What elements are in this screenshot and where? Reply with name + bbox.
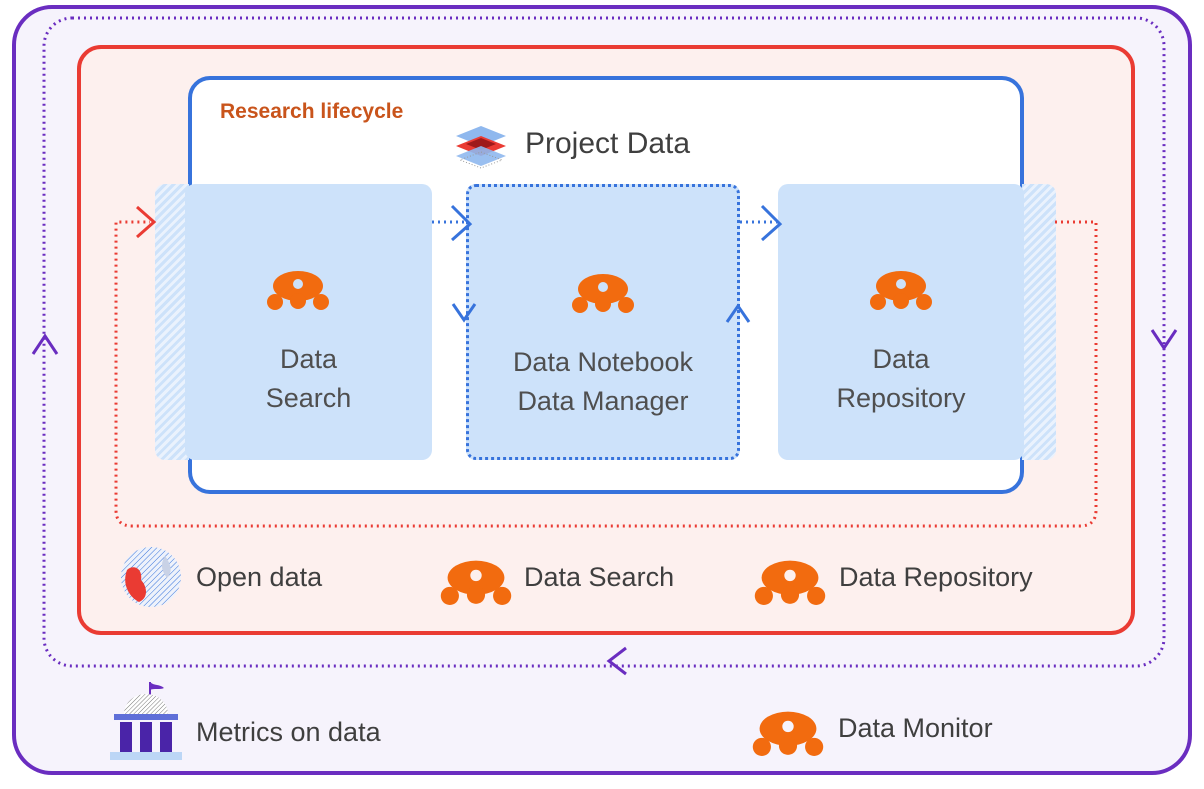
purple-left-arrow-icon — [606, 646, 627, 676]
stage-label: Data Repository — [778, 340, 1024, 418]
research-lifecycle-title: Research lifecycle — [220, 100, 404, 123]
open-data-icon — [121, 547, 181, 607]
red-entry-arrow-icon — [136, 205, 157, 239]
mendeley-logo-icon — [870, 271, 932, 310]
stage-label: Data Search — [185, 340, 432, 418]
search-hatch-strip — [155, 184, 189, 460]
stage-card-data-search: Data Search — [185, 184, 432, 460]
stage-label: Data Notebook Data Manager — [469, 343, 737, 421]
down-arrow-icon — [451, 303, 477, 323]
purple-down-arrow-icon — [1150, 329, 1178, 351]
up-arrow-icon — [725, 303, 751, 323]
notebook-to-repository-arrow-icon — [760, 204, 783, 242]
layers-icon — [456, 126, 506, 169]
stage-label-line1: Data Notebook — [512, 347, 694, 377]
mendeley-logo-icon — [440, 560, 512, 605]
stage-label-line1: Data — [279, 344, 338, 374]
metrics-on-data-label: Metrics on data — [196, 717, 381, 747]
stage-label-line2: Repository — [836, 383, 966, 413]
stage-card-data-repository: Data Repository — [778, 184, 1024, 460]
purple-dotted-loop — [42, 16, 1166, 668]
mendeley-logo-icon — [267, 271, 329, 310]
open-data-label: Open data — [196, 562, 323, 592]
red-return-loop — [114, 220, 1098, 528]
project-data-label: Project Data — [525, 127, 691, 160]
data-search-legend-label: Data Search — [524, 562, 675, 592]
mendeley-logo-icon — [572, 274, 634, 313]
data-repository-legend-label: Data Repository — [839, 562, 1033, 592]
repository-hatch-strip — [1022, 184, 1056, 460]
stage-label-line1: Data — [872, 344, 930, 374]
mendeley-logo-icon — [752, 711, 824, 756]
mendeley-logo-icon — [754, 560, 826, 605]
stage-label-line2: Data Manager — [517, 386, 689, 416]
stage-label-line2: Search — [265, 383, 352, 413]
search-to-notebook-arrow-icon — [450, 204, 473, 242]
stage-card-data-notebook: Data Notebook Data Manager — [466, 184, 740, 460]
purple-up-arrow-icon — [31, 333, 59, 355]
data-monitor-label: Data Monitor — [838, 713, 993, 743]
institution-icon — [110, 682, 182, 760]
